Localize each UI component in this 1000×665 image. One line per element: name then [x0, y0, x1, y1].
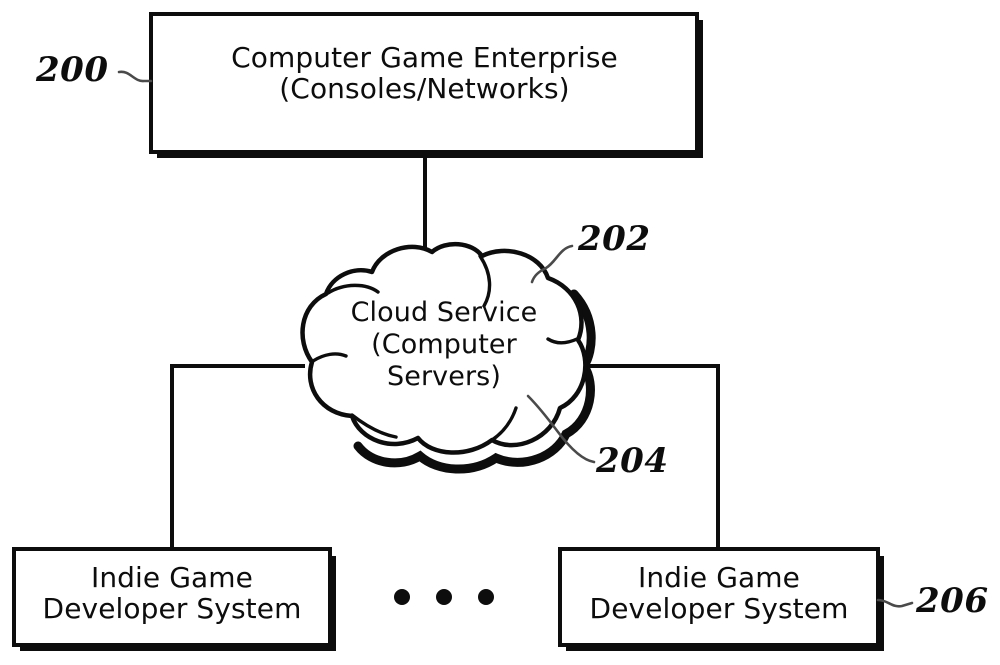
- cloud-shape-group: [300, 242, 596, 474]
- ellipsis-dots: [394, 589, 494, 605]
- leader-line-200: [117, 70, 153, 83]
- ellipsis-dot-3: [478, 589, 494, 605]
- enterprise-box: [149, 12, 699, 154]
- cloud-outline: [300, 242, 588, 455]
- ellipsis-dot-2: [436, 589, 452, 605]
- enterprise-box-group: [149, 12, 703, 158]
- ellipsis-dot-1: [394, 589, 410, 605]
- connector-cloud-to-left-developer: [170, 364, 305, 549]
- right-developer-box-group: [558, 547, 884, 651]
- left-developer-box-group: [12, 547, 336, 651]
- cloud-inner-arcs: [311, 254, 579, 442]
- connector-cloud-to-right-developer: [588, 364, 720, 549]
- right-developer-box: [558, 547, 880, 647]
- leader-line-202: [530, 244, 574, 284]
- left-developer-box: [12, 547, 332, 647]
- leader-line-206: [876, 598, 914, 608]
- leader-line-204: [526, 394, 596, 464]
- leader-lines: [117, 70, 914, 608]
- connector-lines: [170, 152, 720, 549]
